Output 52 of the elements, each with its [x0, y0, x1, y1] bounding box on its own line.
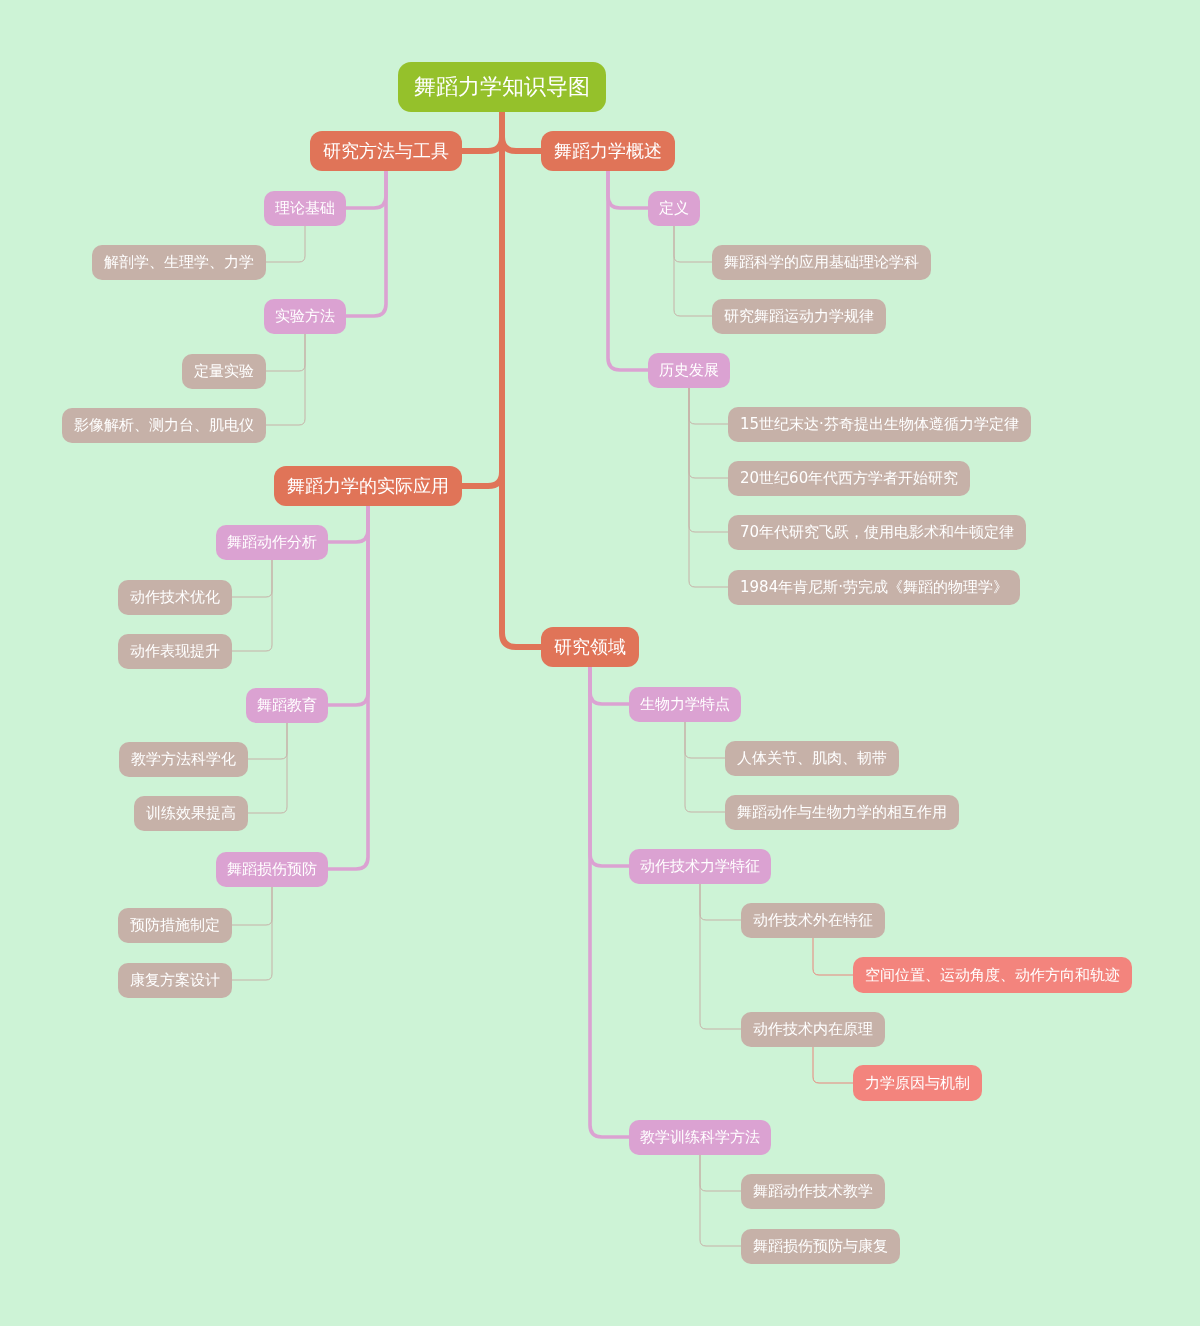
detail-topic: 舞蹈科学的应用基础理论学科	[712, 244, 931, 280]
detail-topic: 教学方法科学化	[119, 741, 248, 777]
connector-line	[265, 333, 306, 426]
detail-topic: 动作表现提升	[118, 633, 232, 669]
detail-topic: 动作技术外在特征	[741, 902, 885, 938]
detail-topic: 预防措施制定	[118, 907, 232, 943]
main-topic: 研究领域	[541, 627, 639, 667]
sub-detail-topic: 空间位置、运动角度、动作方向和轨迹	[853, 957, 1132, 993]
sub-detail-topic: 力学原因与机制	[853, 1065, 982, 1101]
detail-topic: 动作技术优化	[118, 579, 232, 615]
detail-topic: 15世纪末达·芬奇提出生物体遵循力学定律	[728, 406, 1031, 442]
central-topic: 舞蹈力学知识导图	[398, 62, 606, 112]
main-topic: 舞蹈力学的实际应用	[274, 466, 462, 506]
detail-topic: 1984年肯尼斯·劳完成《舞蹈的物理学》	[728, 569, 1020, 605]
subtopic: 动作技术力学特征	[629, 848, 771, 884]
subtopic: 理论基础	[264, 190, 346, 226]
detail-topic: 动作技术内在原理	[741, 1011, 885, 1047]
detail-topic: 影像解析、测力台、肌电仪	[62, 407, 266, 443]
connector-line	[699, 883, 742, 1030]
detail-topic: 20世纪60年代西方学者开始研究	[728, 460, 971, 496]
subtopic: 历史发展	[648, 352, 730, 388]
subtopic: 舞蹈损伤预防	[216, 851, 328, 887]
subtopic: 实验方法	[264, 298, 346, 334]
detail-topic: 研究舞蹈运动力学规律	[712, 298, 886, 334]
connector-line	[265, 225, 306, 263]
detail-topic: 定量实验	[182, 353, 266, 389]
detail-topic: 舞蹈动作技术教学	[741, 1173, 885, 1209]
connector-line	[231, 886, 273, 981]
detail-topic: 舞蹈损伤预防与康复	[741, 1228, 900, 1264]
connector-line	[673, 225, 713, 317]
subtopic: 教学训练科学方法	[629, 1119, 771, 1155]
connector-line	[684, 721, 726, 813]
subtopic: 舞蹈动作分析	[216, 524, 328, 560]
connector-line	[812, 937, 854, 976]
detail-topic: 舞蹈动作与生物力学的相互作用	[725, 794, 959, 830]
subtopic: 生物力学特点	[629, 686, 741, 722]
subtopic: 定义	[648, 190, 700, 226]
detail-topic: 70年代研究飞跃，使用电影术和牛顿定律	[728, 514, 1027, 550]
detail-topic: 人体关节、肌肉、韧带	[725, 740, 899, 776]
connector-line	[688, 387, 729, 588]
connector-line	[231, 559, 273, 652]
connector-line	[344, 169, 388, 318]
connector-line	[699, 1154, 742, 1247]
subtopic: 舞蹈教育	[246, 687, 328, 723]
connector-line	[606, 169, 650, 372]
detail-topic: 解剖学、生理学、力学	[92, 244, 266, 280]
connector-line	[247, 722, 288, 814]
detail-topic: 训练效果提高	[134, 795, 248, 831]
detail-topic: 康复方案设计	[118, 962, 232, 998]
connector-line	[812, 1046, 854, 1084]
main-topic: 舞蹈力学概述	[541, 131, 675, 171]
main-topic: 研究方法与工具	[310, 131, 462, 171]
